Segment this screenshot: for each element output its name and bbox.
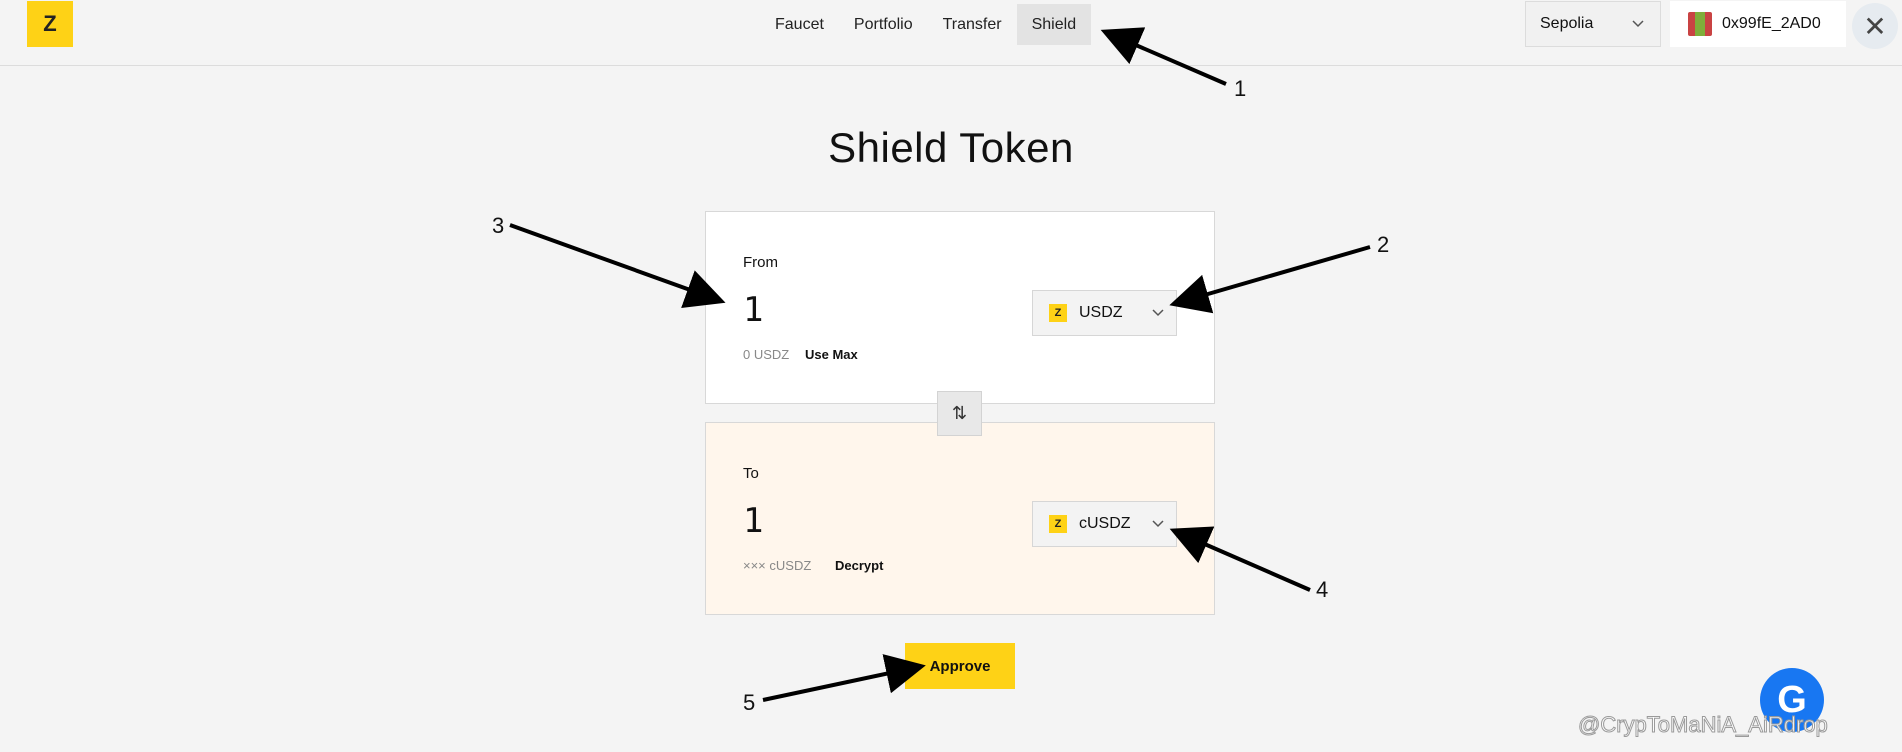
nav-portfolio[interactable]: Portfolio bbox=[839, 4, 928, 45]
swap-direction-button[interactable]: ⇅ bbox=[937, 391, 982, 436]
watermark-badge-glyph: G bbox=[1777, 678, 1807, 721]
to-token-select[interactable]: Z cUSDZ bbox=[1032, 501, 1177, 547]
nav-shield[interactable]: Shield bbox=[1016, 4, 1092, 45]
wallet-address: 0x99fE_2AD0 bbox=[1722, 15, 1821, 32]
from-token-select[interactable]: Z USDZ bbox=[1032, 290, 1177, 336]
chevron-down-icon bbox=[1632, 17, 1644, 31]
network-select[interactable]: Sepolia bbox=[1525, 1, 1661, 47]
nav-faucet-label: Faucet bbox=[775, 15, 824, 33]
network-name: Sepolia bbox=[1540, 15, 1594, 32]
annotation-arrow-3 bbox=[509, 223, 726, 308]
chevron-down-icon bbox=[1152, 517, 1164, 531]
decrypt-button[interactable]: Decrypt bbox=[835, 558, 884, 573]
close-icon: ✕ bbox=[1863, 10, 1887, 42]
chevron-down-icon bbox=[1152, 306, 1164, 320]
close-button[interactable]: ✕ bbox=[1852, 3, 1898, 49]
to-card: To 1 ××× cUSDZ Decrypt Z cUSDZ bbox=[705, 422, 1215, 615]
annotation-number-4: 4 bbox=[1316, 577, 1329, 602]
to-balance: ××× cUSDZ bbox=[743, 558, 812, 573]
from-token-name: USDZ bbox=[1079, 304, 1123, 321]
use-max-button[interactable]: Use Max bbox=[805, 347, 858, 362]
from-balance: 0 USDZ bbox=[743, 347, 790, 362]
nav-portfolio-label: Portfolio bbox=[853, 15, 913, 33]
from-label: From bbox=[743, 254, 778, 271]
usdz-token-icon: Z bbox=[1049, 304, 1067, 322]
nav-shield-label: Shield bbox=[1031, 15, 1077, 33]
to-amount-value: 1 bbox=[743, 501, 764, 541]
annotation-arrow-5 bbox=[762, 654, 926, 702]
nav-transfer-label: Transfer bbox=[942, 15, 1002, 33]
annotation-number-3: 3 bbox=[492, 213, 505, 238]
nav-faucet[interactable]: Faucet bbox=[760, 4, 839, 45]
from-amount-input[interactable]: 1 bbox=[743, 290, 764, 330]
swap-arrows-icon: ⇅ bbox=[951, 403, 968, 423]
annotation-number-1: 1 bbox=[1234, 76, 1247, 101]
annotation-number-5: 5 bbox=[743, 690, 756, 715]
annotation-number-2: 2 bbox=[1377, 232, 1390, 257]
watermark-text: @CrypToMaNiA_AiRdrop bbox=[1578, 712, 1829, 738]
wallet-avatar-icon bbox=[1688, 12, 1712, 36]
wallet-button[interactable]: 0x99fE_2AD0 bbox=[1670, 1, 1846, 47]
to-token-name: cUSDZ bbox=[1079, 515, 1131, 532]
approve-button[interactable]: Approve bbox=[905, 643, 1015, 689]
watermark-badge-icon: G bbox=[1760, 668, 1824, 732]
main-nav: Faucet Portfolio Transfer Shield bbox=[760, 4, 1092, 45]
nav-transfer[interactable]: Transfer bbox=[928, 4, 1017, 45]
app-logo[interactable]: Z bbox=[27, 1, 73, 47]
to-label: To bbox=[743, 465, 759, 482]
cusdz-token-icon: Z bbox=[1049, 515, 1067, 533]
page-title: Shield Token bbox=[828, 124, 1074, 171]
top-navbar: Z Faucet Portfolio Transfer Shield Sepol… bbox=[0, 0, 1902, 66]
logo-glyph: Z bbox=[43, 11, 57, 36]
from-card: From 1 0 USDZ Use Max Z USDZ bbox=[705, 211, 1215, 404]
